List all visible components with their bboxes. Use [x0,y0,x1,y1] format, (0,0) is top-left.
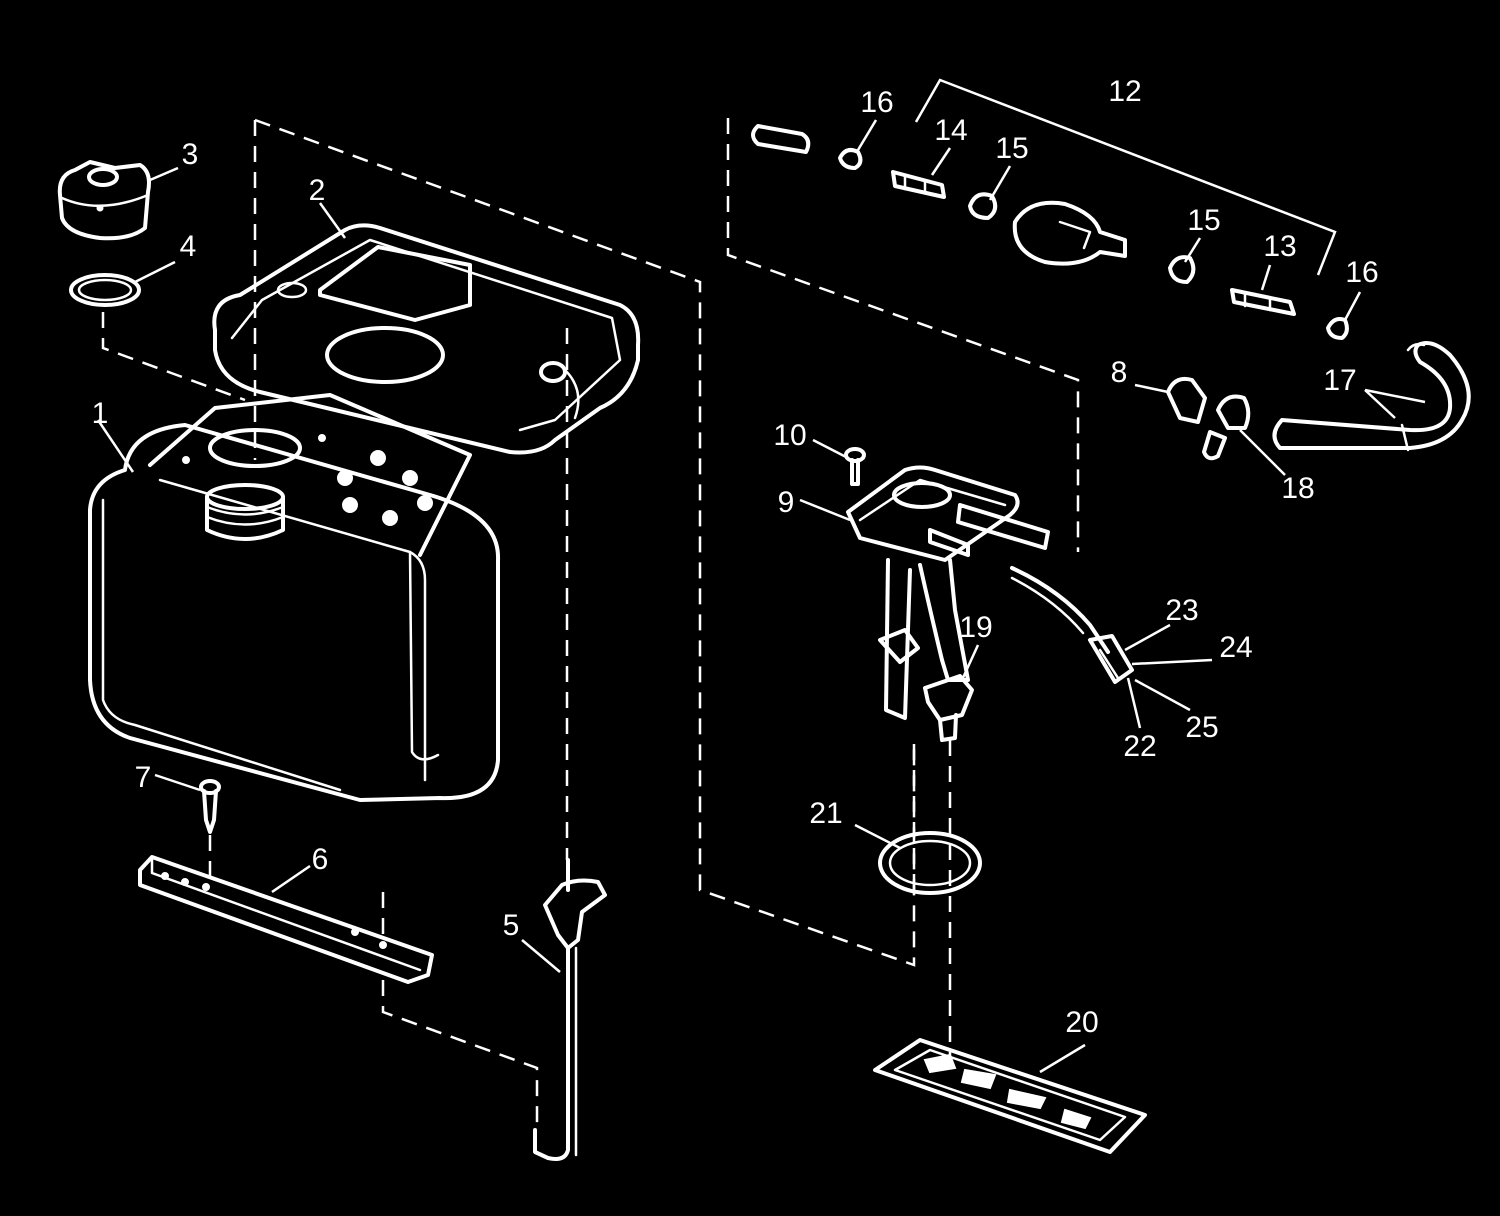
callout-6: 6 [312,843,329,876]
callout-21: 21 [809,797,842,830]
callout-8: 8 [1111,356,1128,389]
callout-1: 1 [92,397,109,430]
callout-10: 10 [773,419,806,452]
callout-5: 5 [503,909,520,942]
callout-23: 23 [1165,594,1198,627]
tank-top-cover-part [212,223,641,455]
callout-15b: 15 [1187,204,1220,237]
assembly-dashed-lines [101,118,1080,1128]
callout-25: 25 [1185,711,1218,744]
mount-bracket-part [138,855,434,984]
callout-7: 7 [135,761,152,794]
callout-13: 13 [1263,230,1296,263]
callout-numbers: 1 2 3 4 5 6 7 8 9 10 12 13 14 15 15 16 1… [92,75,1379,1039]
primer-bulb-assembly [751,78,1349,340]
decal-part [873,1038,1147,1154]
filler-oring-part [69,273,141,307]
filler-cap-part [57,160,151,241]
callout-9: 9 [778,486,795,519]
callout-12: 12 [1108,75,1141,108]
callout-18: 18 [1281,472,1314,505]
gauge-rod-part [533,858,607,1161]
callout-2: 2 [309,174,326,207]
callout-3: 3 [182,138,199,171]
callout-24: 24 [1219,631,1252,664]
callout-4: 4 [180,230,197,263]
fuel-pickup-part [844,447,1050,742]
callout-19: 19 [959,611,992,644]
connector-clamp-part [1166,376,1251,461]
callout-17: 17 [1323,364,1356,397]
callout-16a: 16 [860,86,893,119]
pickup-seal-ring-part [878,831,982,895]
callout-leader-lines [96,119,1426,1074]
fuel-tank-part [88,393,501,802]
callout-15a: 15 [995,132,1028,165]
callout-22: 22 [1123,730,1156,763]
bracket-screw-part [199,779,221,834]
fuel-hose-part [1272,341,1471,452]
gauge-wire-part [1010,566,1134,684]
callout-20: 20 [1065,1006,1098,1039]
callout-14: 14 [934,114,967,147]
callout-16b: 16 [1345,256,1378,289]
